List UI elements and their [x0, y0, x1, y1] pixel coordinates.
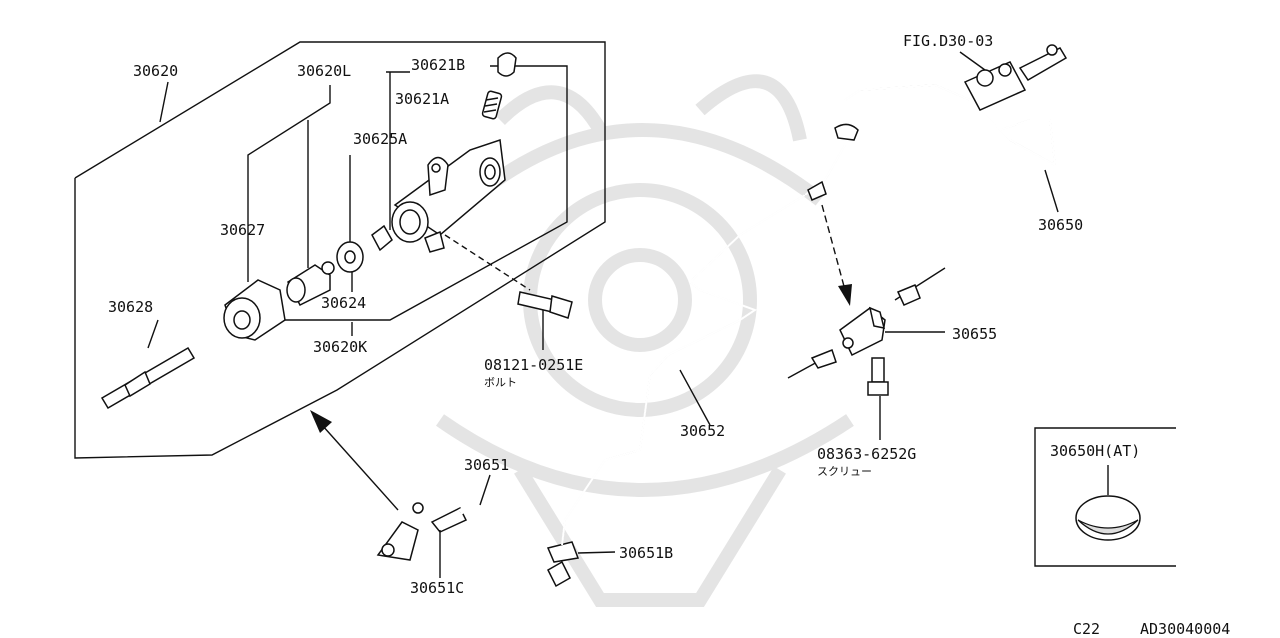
bolt-08121-0251E — [517, 291, 573, 319]
label-30621B: 30621B — [411, 56, 465, 74]
seal-30625A — [371, 224, 393, 252]
label-30655: 30655 — [952, 325, 997, 343]
label-30620L: 30620L — [297, 62, 351, 80]
label-30652: 30652 — [680, 422, 725, 440]
label-30650: 30650 — [1038, 216, 1083, 234]
footer-code: AD30040004 — [1140, 620, 1230, 638]
cup-30624 — [336, 241, 364, 273]
label-30624: 30624 — [321, 294, 366, 312]
label-30620: 30620 — [133, 62, 178, 80]
arrow-to-slave-cylinder — [310, 410, 399, 511]
clutch-tube-30650 — [804, 83, 1059, 213]
label-30627: 30627 — [220, 221, 265, 239]
bleeder-screw-30621A — [481, 90, 503, 120]
watermark-emblem — [435, 74, 854, 607]
footer-model: C22 — [1073, 620, 1100, 638]
piston-30620L — [286, 261, 335, 307]
label-30651: 30651 — [464, 456, 509, 474]
slave-cylinder-box — [74, 41, 606, 459]
label-30651C: 30651C — [410, 579, 464, 597]
clutch-hose-30651 — [376, 502, 571, 592]
lower-leader-lines — [439, 474, 616, 578]
arrow-to-junction — [821, 204, 852, 306]
slave-cylinder-body — [391, 138, 506, 253]
label-30650H-AT: 30650H(AT) — [1050, 442, 1140, 460]
label-30620K: 30620K — [313, 338, 367, 356]
label-fig-d30-03: FIG.D30-03 — [903, 32, 993, 50]
label-bolt-jp: ボルト — [484, 376, 517, 389]
label-08121-0251E: 08121-0251E — [484, 356, 583, 374]
hose-clip-30651B — [546, 541, 580, 563]
label-screw-jp: スクリュー — [817, 465, 872, 478]
label-30625A: 30625A — [353, 130, 407, 148]
left-leader-lines — [147, 65, 568, 350]
bleeder-cap-30621B — [497, 52, 517, 77]
label-30651B: 30651B — [619, 544, 673, 562]
master-cylinder — [959, 44, 1068, 111]
label-08363-6252G: 08363-6252G — [817, 445, 916, 463]
boot-30627 — [223, 279, 286, 341]
junction-30655 — [787, 267, 946, 440]
at-variant-box — [1034, 427, 1176, 567]
label-30628: 30628 — [108, 298, 153, 316]
label-30621A: 30621A — [395, 90, 449, 108]
clutch-tube-30652 — [561, 194, 806, 546]
push-rod-30628 — [100, 346, 196, 410]
